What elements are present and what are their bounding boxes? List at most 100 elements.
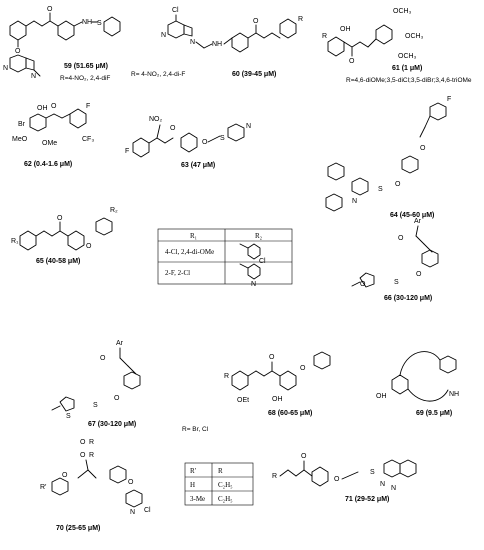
atom-oh: OH bbox=[272, 396, 283, 403]
atom-n: N bbox=[251, 281, 256, 288]
atom-cl: Cl bbox=[144, 507, 151, 514]
table70-row1-rprime: H bbox=[190, 481, 195, 489]
atom-s: S bbox=[93, 402, 98, 409]
atom-o: O bbox=[300, 365, 306, 372]
atom-r2: R₂ bbox=[110, 207, 118, 214]
atom-o: O bbox=[416, 271, 422, 278]
atom-n: N bbox=[31, 73, 36, 80]
atom-o: O bbox=[253, 18, 259, 25]
atom-r: R bbox=[224, 373, 229, 380]
atom-f: F bbox=[125, 148, 129, 155]
compound-66-structure: Ar O O S O 66 (30-120 μM) bbox=[351, 218, 439, 302]
atom-oet: OEt bbox=[237, 397, 249, 404]
atom-s: S bbox=[220, 135, 225, 142]
compound-67-label: 67 (30-120 μM) bbox=[88, 421, 136, 428]
atom-och3: OCH₃ bbox=[405, 33, 424, 40]
atom-s: S bbox=[378, 186, 383, 193]
compound-62-label: 62 (0.4-1.6 μM) bbox=[24, 161, 72, 168]
atom-n: N bbox=[161, 32, 166, 39]
atom-s: S bbox=[370, 469, 375, 476]
compound-68-structure: R OEt O OH O 68 (60-65 μM) R= Br, Cl bbox=[182, 351, 331, 433]
compound-60-note: R= 4-NO₂, 2,4-di-F bbox=[131, 71, 185, 78]
atom-oh: OH bbox=[37, 105, 48, 112]
atom-nh: NH bbox=[449, 391, 459, 398]
table65-row2-r1: 2-F, 2-Cl bbox=[165, 269, 190, 277]
atom-n: N bbox=[130, 509, 135, 516]
atom-no2: NO₂ bbox=[149, 116, 163, 123]
compound-63-label: 63 (47 μM) bbox=[181, 162, 215, 169]
atom-och3: OCH₃ bbox=[393, 8, 412, 15]
atom-o: O bbox=[80, 439, 86, 446]
atom-s: S bbox=[66, 413, 71, 420]
atom-o: O bbox=[100, 355, 106, 362]
compound-61-note: R=4,6-diOMe;3,5-diCl;3,5-diBr;3,4,6-triO… bbox=[346, 77, 472, 84]
atom-f: F bbox=[447, 96, 451, 103]
compound-65-substituent-table: R₁ R₂ 4-Cl, 2,4-di-OMe 2-F, 2-Cl Cl N bbox=[157, 228, 293, 288]
compound-59-label: 59 (51.65 μM) bbox=[64, 63, 108, 70]
atom-o: O bbox=[420, 145, 426, 152]
compound-64-structure: F O O S N 64 (45-60 μM) bbox=[325, 96, 451, 219]
compound-65-label: 65 (40-58 μM) bbox=[36, 258, 80, 265]
compound-62-structure: OH Br MeO OMe O F CF₃ 62 (0.4-1.6 μM) bbox=[12, 103, 94, 168]
compound-59-note: R=4-NO₂, 2,4-diF bbox=[60, 75, 110, 82]
atom-oh: OH bbox=[376, 393, 387, 400]
compound-69-label: 69 (9.5 μM) bbox=[416, 410, 452, 417]
table70-header-rprime: R′ bbox=[190, 467, 197, 475]
atom-r: R bbox=[89, 452, 94, 459]
compound-67-structure: Ar O O S S 67 (30-120 μM) bbox=[51, 340, 141, 428]
compound-71-structure: R O O S N N 71 (29-52 μM) bbox=[272, 453, 417, 503]
compound-64-label: 64 (45-60 μM) bbox=[390, 212, 434, 219]
atom-och3: OCH₃ bbox=[398, 53, 417, 60]
atom-o: O bbox=[349, 58, 355, 65]
atom-nh: NH bbox=[212, 41, 222, 48]
table70-row2-r: C₂H₅ bbox=[218, 495, 233, 503]
atom-r: R bbox=[89, 439, 94, 446]
atom-n: N bbox=[380, 481, 385, 488]
atom-meo: MeO bbox=[12, 136, 28, 143]
atom-s: S bbox=[97, 20, 102, 27]
compound-61-structure: R OH O OCH₃ OCH₃ OCH₃ 61 (1 μM) R=4,6-di… bbox=[322, 8, 472, 84]
atom-r: R bbox=[272, 473, 277, 480]
atom-o: O bbox=[57, 215, 63, 222]
atom-ome: OMe bbox=[42, 140, 57, 147]
atom-r1: R₁ bbox=[11, 238, 19, 245]
atom-o: O bbox=[202, 139, 208, 146]
table70-row2-rprime: 3-Me bbox=[190, 495, 205, 503]
atom-r: R bbox=[322, 33, 327, 40]
table65-row1-r1: 4-Cl, 2,4-di-OMe bbox=[165, 248, 214, 256]
table65-header-r2: R₂ bbox=[255, 232, 263, 240]
atom-o: O bbox=[80, 452, 86, 459]
atom-o: O bbox=[360, 281, 366, 288]
atom-o: O bbox=[47, 6, 53, 13]
atom-f: F bbox=[86, 103, 90, 110]
atom-br: Br bbox=[18, 121, 26, 128]
table70-header-r: R bbox=[218, 467, 223, 475]
atom-n: N bbox=[352, 198, 357, 205]
atom-oh: OH bbox=[340, 26, 351, 33]
compound-65-structure: R₁ O O R₂ 65 (40-58 μM) bbox=[11, 207, 118, 265]
compound-59-structure: O NH S O N N 59 (51.65 μM) R=4-NO₂, 2,4-… bbox=[3, 6, 121, 82]
atom-o: O bbox=[269, 354, 275, 361]
atom-nh: NH bbox=[82, 19, 92, 26]
atom-rprime: R′ bbox=[40, 484, 47, 491]
atom-cf3: CF₃ bbox=[82, 136, 94, 143]
atom-o: O bbox=[51, 103, 57, 110]
atom-cl: Cl bbox=[172, 7, 179, 14]
atom-o: O bbox=[114, 395, 120, 402]
atom-s: S bbox=[394, 279, 399, 286]
atom-o: O bbox=[395, 181, 401, 188]
atom-ar: Ar bbox=[116, 340, 124, 347]
atom-n: N bbox=[246, 123, 251, 130]
atom-o: O bbox=[128, 479, 134, 486]
table65-header-r1: R₁ bbox=[190, 232, 197, 240]
compound-66-label: 66 (30-120 μM) bbox=[384, 295, 432, 302]
atom-o: O bbox=[170, 125, 176, 132]
atom-o: O bbox=[86, 243, 92, 250]
compound-68-label: 68 (60-65 μM) bbox=[268, 410, 312, 417]
atom-o: O bbox=[62, 472, 68, 479]
compound-70-substituent-table: R′ R H C₂H₅ 3-Me C₂H₅ bbox=[184, 462, 254, 506]
atom-cl: Cl bbox=[259, 258, 266, 265]
compound-70-structure: O R O R O Cl N O R′ 70 (25-65 μM) bbox=[40, 439, 151, 532]
atom-n: N bbox=[391, 485, 396, 492]
